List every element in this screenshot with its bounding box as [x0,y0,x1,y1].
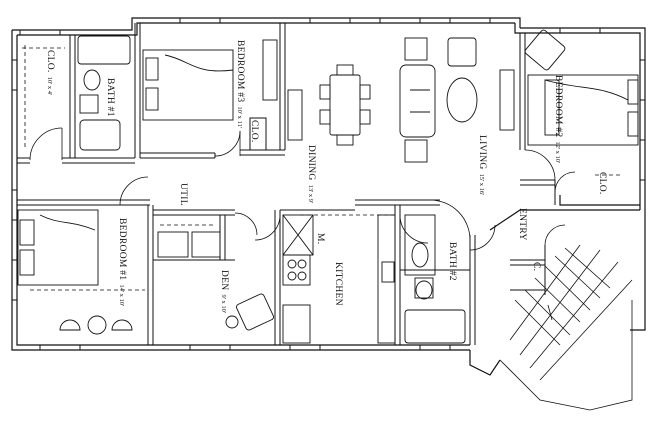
dining-label: DINING 13' x 9' [305,145,321,203]
room-name: ENTRY [517,208,527,241]
doors [29,127,576,251]
room-name: BEDROOM #3 [235,40,245,103]
room-dims: 10' x 4' [46,76,53,96]
room-name: C. [531,262,541,272]
bedroom1-label: BEDROOM #1 14' x 10' [116,218,132,306]
furniture [17,29,639,344]
kitchen-label: KITCHEN [332,262,348,306]
room-name: BEDROOM #2 [553,75,563,138]
room-name: CLO. [249,120,259,143]
closet-bed3-label: CLO. [248,120,264,143]
room-dims: 14' x 10' [118,284,125,307]
interior-walls [17,23,556,345]
room-name: M. [315,233,325,245]
microwave-label: M. [314,233,330,244]
room-name: DEN [219,270,229,291]
room-dims: 12' x 10' [554,141,561,164]
den-label: DEN 9' x 10' [218,270,234,313]
room-name: KITCHEN [333,262,343,306]
closet-bed2-label: CLO. [596,172,612,195]
windows [11,17,646,351]
closet-entry-label: C. [530,262,546,271]
room-name: UTIL [178,183,188,206]
room-dims: 13' x 9' [307,184,314,204]
living-label: LIVING 15' x 16' [476,135,492,195]
util-label: UTIL [177,183,193,206]
room-dims: 15' x 16' [478,173,485,196]
room-name: CLO. [45,50,55,73]
staircase [499,244,633,411]
bedroom2-label: BEDROOM #2 12' x 10' [552,75,568,163]
room-name: LIVING [477,135,487,170]
room-name: DINING [306,145,316,181]
room-dims: 9' x 10' [220,294,227,314]
bedroom3-label: BEDROOM #3 10' x 11' [234,40,250,128]
room-name: BATH #1 [105,78,115,117]
bath2-label: BATH #2 [446,242,462,281]
closet-left-label: CLO. 10' x 4' [44,50,60,95]
exterior-walls [11,17,646,376]
room-dims: 10' x 11' [236,106,243,128]
entry-label: ENTRY [516,208,532,241]
room-name: CLO. [597,172,607,195]
bath1-label: BATH #1 [104,78,120,117]
room-name: BATH #2 [447,242,457,281]
room-name: BEDROOM #1 [117,218,127,281]
